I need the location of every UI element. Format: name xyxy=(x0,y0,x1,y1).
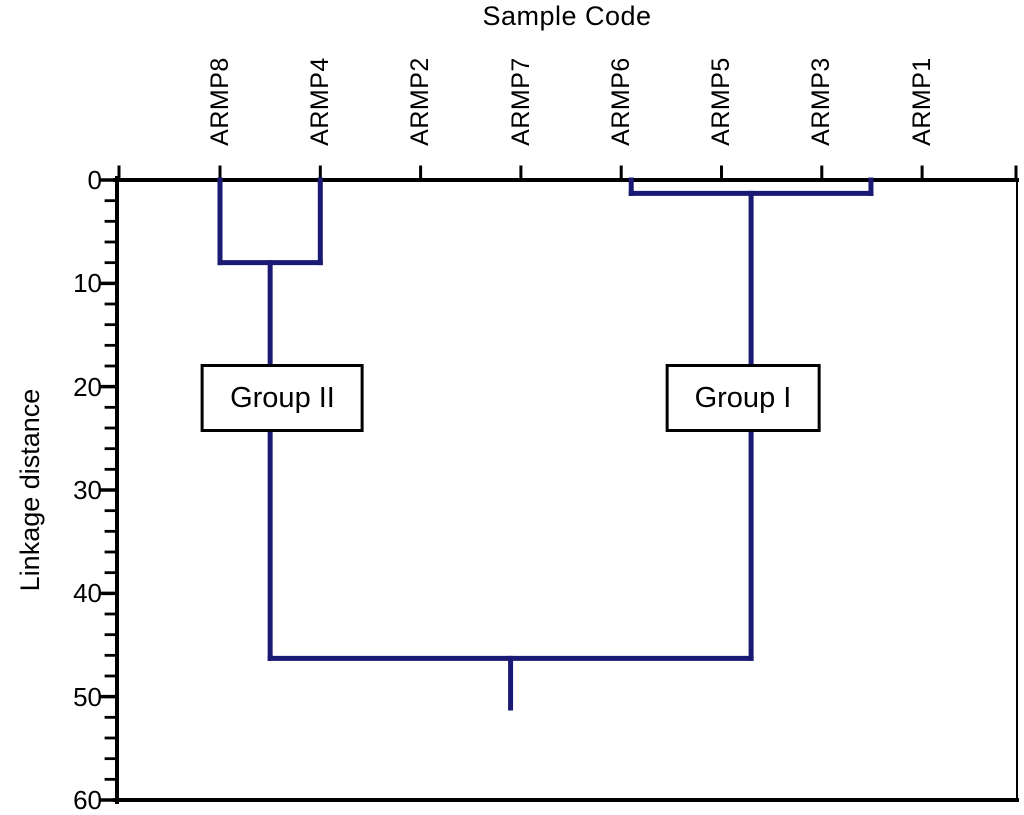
y-tick-label: 10 xyxy=(73,268,102,299)
y-tick-label: 0 xyxy=(87,165,102,195)
leaf-label-text: ARMP1 xyxy=(907,57,936,146)
y-tick-label: 40 xyxy=(73,578,102,609)
leaf-label-text: ARMP7 xyxy=(506,57,535,146)
leaf-label-armp6: ARMP6 xyxy=(571,53,671,150)
leaf-label-armp2: ARMP2 xyxy=(371,53,471,150)
y-tick-label: 60 xyxy=(73,785,102,815)
leaf-label-armp3: ARMP3 xyxy=(772,53,872,150)
y-tick-label: 20 xyxy=(73,371,102,402)
y-tick-label: 30 xyxy=(73,475,102,505)
leaf-label-text: ARMP6 xyxy=(606,57,635,146)
leaf-label-text: ARMP5 xyxy=(706,57,735,146)
leaf-label-text: ARMP2 xyxy=(406,57,435,146)
leaf-label-armp1: ARMP1 xyxy=(872,53,972,150)
chart-title: Sample Code xyxy=(482,1,652,31)
group-box-group-ii: Group II xyxy=(201,363,364,432)
group-box-group-i: Group I xyxy=(665,363,821,432)
y-tick-label: 50 xyxy=(73,681,102,712)
leaf-label-armp8: ARMP8 xyxy=(170,53,270,150)
leaf-label-armp4: ARMP4 xyxy=(270,53,370,150)
leaf-label-text: ARMP3 xyxy=(807,57,836,146)
leaf-label-armp5: ARMP5 xyxy=(672,53,772,150)
leaf-label-text: ARMP8 xyxy=(205,57,234,146)
leaf-label-text: ARMP4 xyxy=(305,57,334,146)
leaf-label-armp7: ARMP7 xyxy=(471,53,571,150)
